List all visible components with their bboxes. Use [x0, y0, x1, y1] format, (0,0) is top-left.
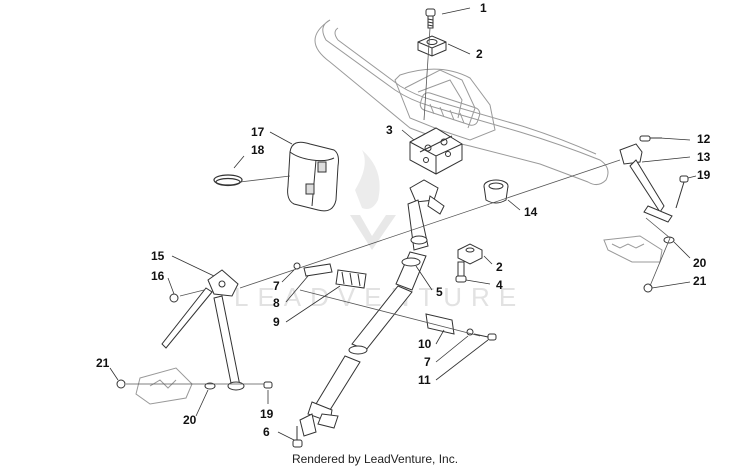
bracket-13: [619, 135, 673, 223]
svg-text:5: 5: [436, 285, 443, 299]
callout-2-top[interactable]: 2: [447, 43, 483, 61]
nut-21-left: [116, 379, 126, 389]
callout-1[interactable]: 1: [441, 1, 487, 15]
pedal-right-phantom: [603, 235, 663, 263]
bolt-1: [425, 8, 436, 29]
callout-2-lower[interactable]: 2: [483, 255, 503, 274]
svg-text:21: 21: [693, 274, 707, 288]
svg-text:11: 11: [418, 373, 431, 387]
svg-text:13: 13: [697, 150, 711, 164]
cap-2-lower: [457, 243, 483, 265]
svg-text:2: 2: [496, 260, 503, 274]
watermark: LEADVENTURE: [234, 150, 525, 312]
callout-6[interactable]: 6: [263, 425, 295, 441]
clamp-3: [409, 127, 463, 175]
link-8: [303, 263, 333, 277]
svg-text:4: 4: [496, 278, 503, 292]
callout-20-right[interactable]: 20: [673, 241, 707, 270]
callout-15[interactable]: 15: [151, 249, 215, 277]
callout-7-lower[interactable]: 7: [424, 335, 469, 369]
svg-text:19: 19: [697, 168, 711, 182]
callout-20-left[interactable]: 20: [183, 389, 209, 427]
svg-text:19: 19: [260, 407, 274, 421]
svg-text:20: 20: [693, 256, 707, 270]
svg-text:20: 20: [183, 413, 197, 427]
svg-text:15: 15: [151, 249, 165, 263]
svg-text:9: 9: [273, 315, 280, 329]
svg-text:14: 14: [524, 205, 538, 219]
bushing-17: [287, 141, 339, 212]
watermark-text: LEADVENTURE: [234, 282, 525, 312]
svg-text:8: 8: [273, 296, 280, 310]
svg-text:7: 7: [424, 355, 431, 369]
svg-text:17: 17: [251, 125, 265, 139]
bolt-19-left: [263, 381, 273, 389]
bolt-11: [473, 333, 497, 341]
callout-8[interactable]: 8: [273, 275, 309, 310]
bolt-19-right: [675, 175, 689, 209]
ring-18: [213, 174, 243, 187]
callout-19-left[interactable]: 19: [260, 390, 274, 421]
steering-column: [292, 179, 445, 448]
callout-3[interactable]: 3: [386, 123, 415, 141]
rendered-by-footer: Rendered by LeadVenture, Inc.: [291, 452, 459, 466]
assembly-lines: [126, 27, 671, 385]
grommet-14: [483, 179, 509, 204]
link-9: [335, 269, 367, 289]
svg-text:2: 2: [476, 47, 483, 61]
callout-12[interactable]: 12: [659, 132, 711, 146]
svg-text:7: 7: [273, 279, 280, 293]
svg-text:3: 3: [386, 123, 393, 137]
link-10: [425, 313, 455, 335]
callout-13[interactable]: 13: [641, 150, 711, 164]
svg-text:21: 21: [96, 356, 110, 370]
callout-17[interactable]: 17: [251, 125, 293, 145]
cap-2-top: [417, 35, 447, 57]
callout-21-right[interactable]: 21: [651, 274, 707, 289]
svg-text:16: 16: [151, 269, 165, 283]
pedal-left-phantom: [135, 367, 193, 405]
svg-text:12: 12: [697, 132, 711, 146]
svg-text:10: 10: [418, 337, 432, 351]
callout-4[interactable]: 4: [465, 278, 503, 292]
callout-16[interactable]: 16: [151, 269, 175, 295]
callout-21-left[interactable]: 21: [96, 356, 119, 381]
svg-text:1: 1: [480, 1, 487, 15]
svg-text:6: 6: [263, 425, 270, 439]
washer-20-left: [204, 382, 216, 390]
callout-19-right[interactable]: 19: [687, 168, 711, 182]
callout-7-upper[interactable]: 7: [273, 269, 295, 293]
callout-11[interactable]: 11: [418, 339, 489, 387]
callout-9[interactable]: 9: [273, 285, 341, 329]
bolt-4: [455, 261, 467, 283]
callout-5[interactable]: 5: [415, 265, 443, 299]
handlebar: [314, 19, 609, 186]
nut-16: [169, 293, 179, 303]
nut-21-right: [643, 283, 653, 293]
linkage-15: [161, 269, 245, 391]
callout-18[interactable]: 18: [233, 143, 265, 169]
callout-14[interactable]: 14: [507, 199, 538, 219]
svg-text:18: 18: [251, 143, 265, 157]
callout-10[interactable]: 10: [418, 329, 445, 351]
